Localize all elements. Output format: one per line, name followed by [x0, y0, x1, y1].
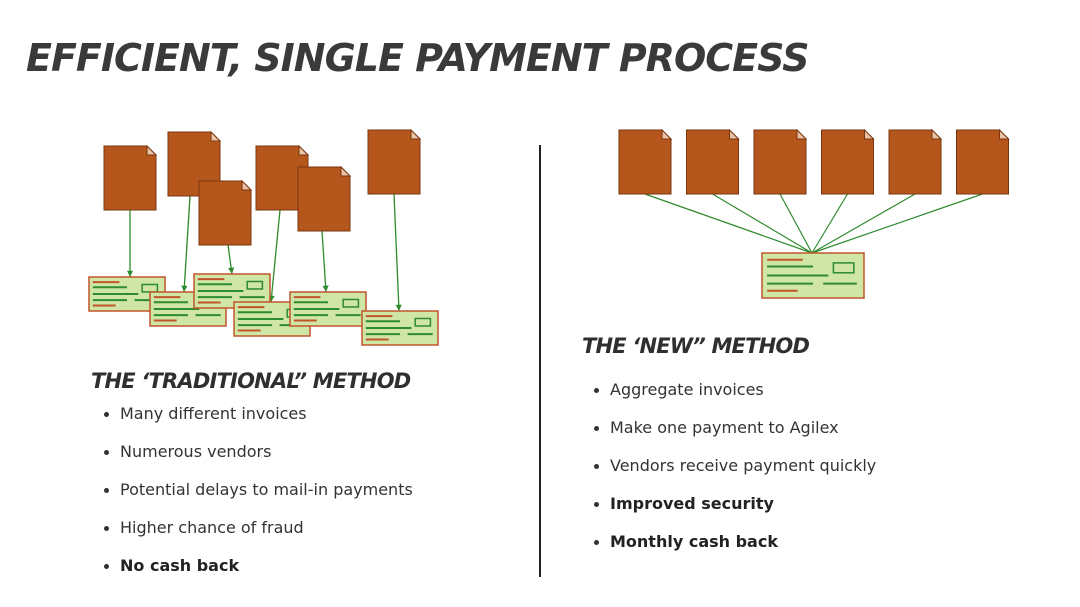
arrow-head: [228, 267, 235, 274]
new-invoice: [956, 128, 1010, 195]
new-bullet: Make one payment to Agilex: [594, 418, 876, 456]
invoice-page: [367, 129, 421, 195]
invoice-page: [618, 129, 672, 195]
invoice-page: [103, 145, 157, 211]
new-aggregated-check: [761, 252, 865, 299]
traditional-arrow: [270, 209, 281, 303]
new-invoice: [821, 128, 875, 195]
new-connector: [811, 193, 849, 254]
check-amount-box: [414, 317, 432, 327]
invoice-page: [956, 129, 1009, 195]
traditional-arrow: [321, 230, 327, 293]
invoice-fold: [661, 128, 673, 140]
check-amount-box: [832, 262, 855, 274]
traditional-invoice: [103, 144, 158, 211]
invoice-page: [821, 129, 874, 195]
invoice-fold: [864, 128, 875, 140]
new-connector: [712, 193, 813, 254]
traditional-arrow: [393, 193, 400, 312]
arrow-head: [322, 285, 329, 292]
traditional-invoice: [255, 144, 310, 211]
invoice-page: [198, 180, 252, 246]
traditional-bullet: Numerous vendors: [104, 442, 413, 480]
traditional-invoice: [297, 165, 352, 232]
traditional-check: [289, 291, 367, 327]
check-amount-box: [342, 298, 360, 308]
arrow-head: [181, 285, 188, 292]
new-connector: [811, 193, 983, 254]
invoice-fold: [999, 128, 1010, 140]
new-invoice: [753, 128, 808, 195]
invoice-page: [686, 129, 739, 195]
new-method-heading: THE ‘NEW” METHOD: [582, 334, 810, 358]
invoice-fold: [796, 128, 808, 140]
traditional-method-heading: THE ‘TRADITIONAL” METHOD: [91, 369, 411, 393]
new-invoice: [888, 128, 943, 195]
traditional-bullet: Potential delays to mail-in payments: [104, 480, 413, 518]
invoice-fold: [298, 144, 310, 156]
new-invoice: [686, 128, 740, 195]
invoice-fold: [410, 128, 422, 140]
traditional-method-list: Many different invoices Numerous vendors…: [104, 404, 413, 594]
invoice-fold: [340, 165, 352, 177]
invoice-page: [753, 129, 807, 195]
arrow-head: [395, 304, 402, 311]
new-bullet: Aggregate invoices: [594, 380, 876, 418]
invoice-fold: [146, 144, 158, 156]
traditional-check: [361, 310, 439, 346]
invoice-fold: [210, 130, 222, 142]
traditional-invoice: [167, 130, 222, 197]
traditional-invoice: [367, 128, 422, 195]
column-divider: [539, 145, 541, 577]
invoice-fold: [241, 179, 253, 191]
new-bullet: Monthly cash back: [594, 532, 876, 570]
new-connector: [811, 193, 916, 254]
new-invoice: [618, 128, 673, 195]
arrow-head: [126, 270, 134, 277]
new-connector: [644, 193, 813, 254]
new-bullet: Improved security: [594, 494, 876, 532]
check-amount-box: [246, 280, 264, 290]
traditional-arrow: [183, 195, 191, 293]
traditional-bullet: Many different invoices: [104, 404, 413, 442]
slide-title: EFFICIENT, SINGLE PAYMENT PROCESS: [26, 36, 809, 80]
invoice-fold: [931, 128, 943, 140]
traditional-bullet: Higher chance of fraud: [104, 518, 413, 556]
invoice-page: [167, 131, 221, 197]
new-method-list: Aggregate invoices Make one payment to A…: [594, 380, 876, 570]
new-connector: [779, 193, 813, 254]
traditional-bullet: No cash back: [104, 556, 413, 594]
invoice-page: [297, 166, 351, 232]
traditional-invoice: [198, 179, 253, 246]
invoice-fold: [729, 128, 740, 140]
invoice-page: [888, 129, 942, 195]
new-bullet: Vendors receive payment quickly: [594, 456, 876, 494]
